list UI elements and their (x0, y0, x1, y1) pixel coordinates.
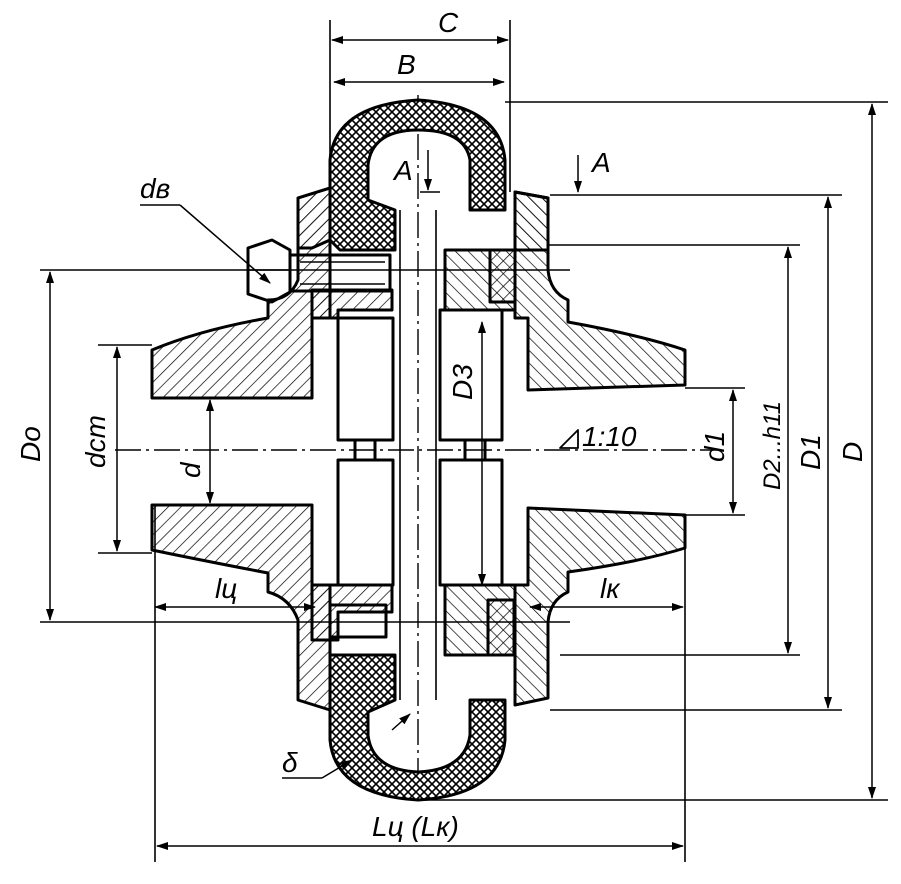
right-sleeve-lower (438, 458, 504, 587)
right-flange-top (513, 190, 550, 252)
label-A-left: A (392, 155, 413, 186)
rubber-shell-top (328, 98, 507, 252)
label-D1: D1 (795, 434, 826, 470)
label-lk: lк (600, 573, 621, 604)
left-clamp-screw (328, 603, 388, 639)
label-D2: D2...h11 (759, 401, 786, 490)
right-clamp-key-bottom (486, 598, 516, 657)
right-hub-lower (513, 506, 687, 707)
label-d: d (175, 461, 206, 478)
leader-delta (321, 759, 353, 779)
label-d1: d1 (699, 431, 730, 462)
rubber-shell-bottom (328, 653, 507, 802)
left-flange-top-cap (296, 186, 332, 250)
label-L: Lц (Lк) (372, 811, 459, 842)
left-hub-lower (150, 503, 332, 712)
label-D3: D3 (447, 364, 478, 400)
left-sleeve-lower (336, 458, 395, 587)
label-dv: dв (140, 173, 170, 204)
label-lc: lц (215, 573, 237, 604)
leader-delta-inner (391, 713, 411, 731)
leader-dv (179, 204, 271, 284)
left-sleeve-spacer (353, 438, 377, 462)
taper-symbol-icon (559, 429, 579, 449)
label-C: C (438, 7, 459, 38)
label-taper: 1:10 (582, 421, 637, 452)
left-clamp-ring-top (310, 288, 394, 320)
right-clamp-key-top (488, 248, 517, 304)
label-dct: dст (80, 415, 111, 468)
label-B: B (397, 49, 416, 80)
left-sleeve-upper (336, 316, 395, 442)
label-A-right: A (590, 147, 611, 178)
bolt-head (246, 238, 292, 304)
label-D: D (837, 442, 868, 462)
rubber-web (399, 210, 437, 700)
label-delta: δ (282, 747, 298, 778)
left-clamp-ring-bottom (310, 583, 394, 642)
label-Do: Do (15, 426, 46, 462)
